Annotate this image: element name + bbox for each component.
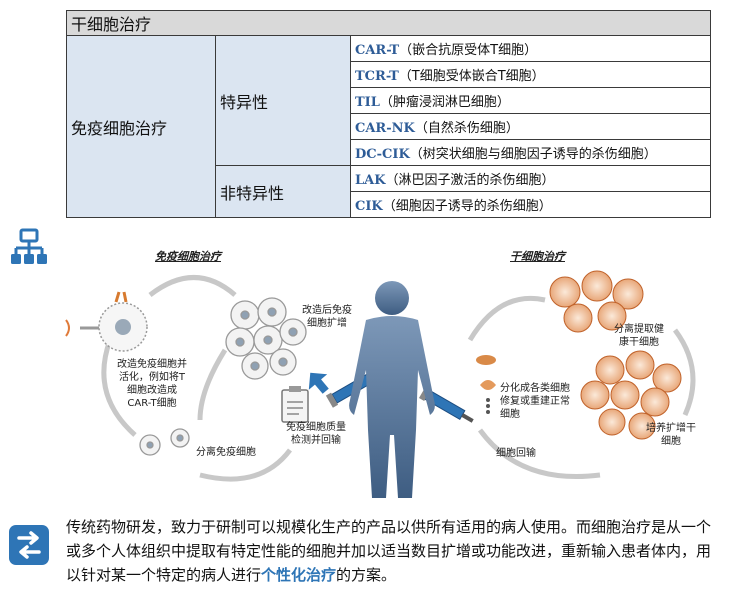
stem-cells <box>549 270 644 333</box>
paragraph-tail: 的方案。 <box>336 566 397 584</box>
table-row: LAK（淋巴因子激活的杀伤细胞） <box>350 165 711 192</box>
paragraph-text: 传统药物研发，致力于研制可以规模化生产的产品以供所有适用的病人使用。而细胞治疗是… <box>66 518 712 584</box>
cycle-arrow <box>467 295 546 342</box>
therapy-desc: （自然杀伤细胞） <box>414 121 519 136</box>
left-diagram-title: 免疫细胞治疗 <box>155 250 221 263</box>
label-differentiate: 分化成各类细胞 修复或重建正常 细胞 <box>500 383 570 420</box>
therapy-desc: （树突状细胞与细胞因子诱导的杀伤细胞） <box>409 147 657 162</box>
cycle-arrow <box>197 348 228 421</box>
description-paragraph: 传统药物研发，致力于研制可以规模化生产的产品以供所有适用的病人使用。而细胞治疗是… <box>66 515 718 587</box>
table-row: TCR-T（T细胞受体嵌合T细胞） <box>350 61 711 88</box>
therapy-desc: （淋巴因子激活的杀伤细胞） <box>385 173 555 188</box>
differentiated-cells <box>476 355 496 414</box>
label-qc: 免疫细胞质量 检测并回输 <box>286 422 346 446</box>
therapy-abbr: TIL <box>355 95 380 110</box>
therapy-desc: （细胞因子诱导的杀伤细胞） <box>382 199 552 214</box>
group-specific: 特异性 <box>215 35 351 166</box>
table-row: CAR-T（嵌合抗原受体T细胞） <box>350 35 711 62</box>
therapy-abbr: CIK <box>355 199 383 214</box>
cycle-arrow <box>199 448 292 482</box>
therapy-desc: （嵌合抗原受体T细胞） <box>399 43 538 58</box>
flowchart-icon <box>11 228 47 264</box>
paragraph-highlight: 个性化治疗 <box>261 566 337 584</box>
category-cell: 免疫细胞治疗 <box>66 35 216 218</box>
group-nonspecific: 非特异性 <box>215 165 351 218</box>
label-reinfuse: 细胞回输 <box>496 448 536 459</box>
label-isolate: 分离免疫细胞 <box>196 447 256 458</box>
table-row: TIL（肿瘤浸润淋巴细胞） <box>350 87 711 114</box>
cell-therapy-diagram <box>65 270 696 498</box>
label-modify: 改造免疫细胞并 活化，例如将T 细胞改造成 CAR-T细胞 <box>117 359 187 409</box>
therapy-abbr: DC-CIK <box>355 147 410 162</box>
right-diagram-title: 干细胞治疗 <box>510 250 565 263</box>
table-row: CAR-NK（自然杀伤细胞） <box>350 113 711 140</box>
table-row: DC-CIK（树突状细胞与细胞因子诱导的杀伤细胞） <box>350 139 711 166</box>
label-expand: 改造后免疫 细胞扩增 <box>302 305 352 329</box>
cycle-arrow <box>477 428 601 480</box>
cycle-arrow <box>101 339 137 437</box>
cultured-stem-cells <box>580 350 682 440</box>
therapy-abbr: CAR-NK <box>355 121 415 136</box>
cell-therapy-table: 干细胞治疗 免疫细胞治疗 特异性 CAR-T（嵌合抗原受体T细胞） TCR-T（… <box>66 10 711 218</box>
expanded-cells <box>225 297 307 380</box>
human-silhouette <box>349 281 435 498</box>
therapy-abbr: TCR-T <box>355 69 399 84</box>
cycle-arrow <box>672 328 696 417</box>
cycle-arrow <box>148 275 237 297</box>
therapy-desc: （T细胞受体嵌合T细胞） <box>398 69 545 84</box>
immune-cell <box>98 291 148 352</box>
therapy-abbr: CAR-T <box>355 43 400 58</box>
table-row: CIK（细胞因子诱导的杀伤细胞） <box>350 191 711 218</box>
exchange-icon <box>9 525 49 565</box>
therapy-desc: （肿瘤浸润淋巴细胞） <box>379 95 510 110</box>
clipboard-icon <box>281 386 309 423</box>
reinfuse-arrow <box>308 372 329 394</box>
table-header: 干细胞治疗 <box>66 10 711 36</box>
label-extract: 分离提取健 康干细胞 <box>614 324 664 348</box>
isolated-cells <box>139 428 190 456</box>
label-culture: 培养扩增干 细胞 <box>646 423 696 447</box>
therapy-abbr: LAK <box>355 173 386 188</box>
